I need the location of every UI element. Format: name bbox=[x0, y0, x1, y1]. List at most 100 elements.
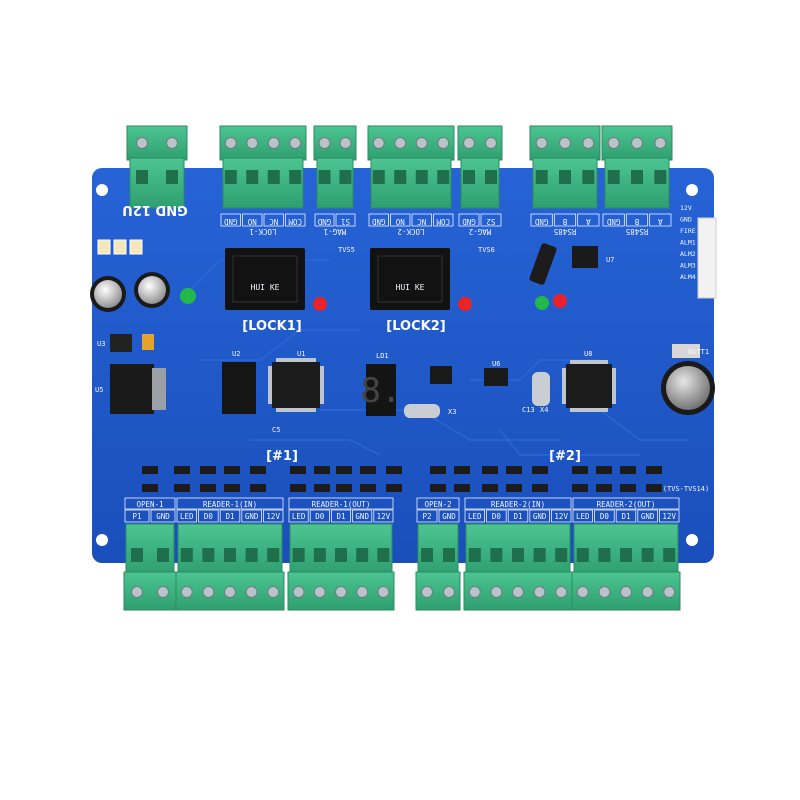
screw-terminal[interactable] bbox=[468, 586, 481, 598]
svg-text:8.: 8. bbox=[361, 371, 402, 411]
screw-terminal[interactable] bbox=[485, 137, 497, 149]
top-pin-label: NC bbox=[269, 217, 278, 226]
bottom-pin-label: 12V bbox=[662, 512, 676, 521]
screw-terminal[interactable] bbox=[437, 137, 450, 149]
bottom-pin-label: P2 bbox=[422, 512, 431, 521]
screw-terminal[interactable] bbox=[131, 586, 143, 598]
bottom-terminal-block[interactable] bbox=[123, 523, 177, 611]
smd-diode bbox=[142, 484, 158, 492]
screw-terminal[interactable] bbox=[463, 137, 475, 149]
screw-terminal[interactable] bbox=[598, 586, 611, 598]
top-pin-label: GND bbox=[223, 217, 237, 226]
screw-terminal[interactable] bbox=[267, 137, 280, 149]
capacitor-c1 bbox=[90, 276, 126, 312]
relay-1-text: HUI KE bbox=[251, 283, 280, 292]
smd-diode bbox=[454, 484, 470, 492]
bottom-block-title: OPEN-1 bbox=[136, 500, 163, 509]
screw-terminal[interactable] bbox=[245, 586, 258, 598]
section-1-label: [#1] bbox=[266, 449, 298, 464]
screw-terminal[interactable] bbox=[292, 586, 305, 598]
screw-terminal[interactable] bbox=[166, 137, 178, 149]
smd-diode bbox=[482, 484, 498, 492]
crystal-x4 bbox=[532, 372, 550, 406]
top-terminal-block[interactable] bbox=[457, 125, 503, 209]
screw-terminal[interactable] bbox=[339, 137, 352, 149]
section-2-label: [#2] bbox=[549, 449, 581, 464]
screw-terminal[interactable] bbox=[224, 586, 236, 598]
top-pin-label: NO bbox=[395, 217, 405, 226]
smd-diode bbox=[336, 466, 352, 474]
bottom-terminal-block[interactable] bbox=[287, 523, 395, 611]
component-refs: U1 U2 U3 U5 U6 U7 U8 LD1 BATT1 TVS5 TVS6… bbox=[95, 246, 709, 434]
top-terminal-block[interactable] bbox=[601, 125, 673, 209]
bottom-terminal-block[interactable] bbox=[415, 523, 461, 611]
right-header-connector bbox=[697, 217, 717, 299]
top-terminal-block[interactable] bbox=[529, 125, 601, 209]
screw-terminal[interactable] bbox=[490, 586, 503, 598]
top-terminal-block[interactable] bbox=[126, 125, 188, 209]
screw-terminal[interactable] bbox=[136, 137, 148, 149]
screw-terminal[interactable] bbox=[313, 586, 326, 598]
screw-terminal[interactable] bbox=[631, 137, 643, 149]
screw-terminal[interactable] bbox=[224, 137, 237, 149]
screw-terminal[interactable] bbox=[576, 586, 589, 598]
ic-u7 bbox=[572, 246, 598, 268]
screw-terminal[interactable] bbox=[512, 586, 524, 598]
screw-terminal[interactable] bbox=[533, 586, 546, 598]
bottom-terminal-block[interactable] bbox=[571, 523, 681, 611]
bottom-terminal-block[interactable] bbox=[463, 523, 573, 611]
top-terminal-block[interactable] bbox=[219, 125, 307, 209]
svg-text:TVS5: TVS5 bbox=[338, 246, 355, 254]
bottom-terminal-block[interactable] bbox=[175, 523, 285, 611]
screw-terminal[interactable] bbox=[663, 586, 676, 598]
screw-terminal[interactable] bbox=[582, 137, 595, 149]
svg-text:U6: U6 bbox=[492, 360, 500, 368]
screw-terminal[interactable] bbox=[246, 137, 259, 149]
smd-diode bbox=[572, 466, 588, 474]
screw-terminal[interactable] bbox=[157, 586, 169, 598]
screw-terminal[interactable] bbox=[267, 586, 280, 598]
top-block-title: LOCK-1 bbox=[249, 227, 276, 236]
top-terminal-block[interactable] bbox=[367, 125, 455, 209]
screw-terminal[interactable] bbox=[443, 586, 455, 598]
smd-diode bbox=[314, 484, 330, 492]
top-pin-label: S1 bbox=[341, 217, 350, 226]
bottom-pin-label: LED bbox=[576, 512, 590, 521]
smd-diode bbox=[250, 484, 266, 492]
bottom-pin-label: LED bbox=[468, 512, 482, 521]
screw-terminal[interactable] bbox=[421, 586, 433, 598]
screw-terminal[interactable] bbox=[180, 586, 193, 598]
top-pin-label: NO bbox=[247, 217, 257, 226]
smd-diode bbox=[290, 466, 306, 474]
screw-terminal[interactable] bbox=[377, 586, 390, 598]
ic-u8 bbox=[562, 360, 616, 412]
smd-diode bbox=[360, 484, 376, 492]
right-header-label: 12V bbox=[680, 204, 692, 212]
crystal-x3 bbox=[404, 404, 440, 418]
screw-terminal[interactable] bbox=[335, 586, 347, 598]
screw-terminal[interactable] bbox=[394, 137, 407, 149]
screw-terminal[interactable] bbox=[620, 586, 632, 598]
screw-terminal[interactable] bbox=[318, 137, 331, 149]
screw-terminal[interactable] bbox=[555, 586, 568, 598]
screw-terminal[interactable] bbox=[202, 586, 215, 598]
smd-diode bbox=[200, 466, 216, 474]
screw-terminal[interactable] bbox=[289, 137, 302, 149]
screw-terminal[interactable] bbox=[607, 137, 620, 149]
top-terminal-block[interactable] bbox=[313, 125, 357, 209]
svg-text:X4: X4 bbox=[540, 406, 548, 414]
screw-terminal[interactable] bbox=[641, 586, 654, 598]
bottom-block-title: READER-1(OUT) bbox=[312, 500, 371, 509]
smd-diode bbox=[596, 484, 612, 492]
screw-terminal[interactable] bbox=[535, 137, 548, 149]
screw-terminal[interactable] bbox=[654, 137, 667, 149]
smd-diode bbox=[142, 466, 158, 474]
screw-terminal[interactable] bbox=[559, 137, 571, 149]
smd-diode bbox=[506, 484, 522, 492]
screw-terminal[interactable] bbox=[415, 137, 428, 149]
screw-terminal[interactable] bbox=[356, 586, 369, 598]
top-block-title: MAG-2 bbox=[469, 227, 492, 236]
smd-diode bbox=[646, 466, 662, 474]
screw-terminal[interactable] bbox=[372, 137, 385, 149]
